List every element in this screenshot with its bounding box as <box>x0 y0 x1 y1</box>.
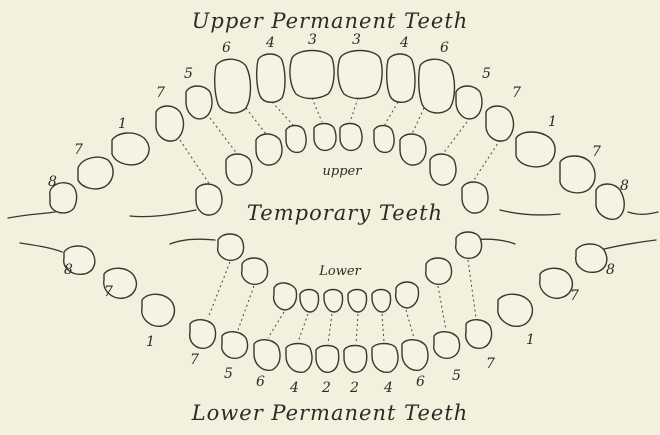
upper-right-molar-7b <box>560 156 595 193</box>
lower-right-molar-7 <box>466 320 492 349</box>
upper-right-incisor-4 <box>387 54 415 102</box>
lower-jaw-line-right <box>600 240 656 250</box>
lower-number-right-2: 2 <box>349 380 359 396</box>
upper-right-incisor-3 <box>338 51 382 99</box>
lower-temp-right-3 <box>396 282 419 308</box>
upper-number-right-3: 3 <box>352 32 361 48</box>
temporary-lower-gum <box>170 239 215 244</box>
upper-number-right-7b: 7 <box>592 144 601 160</box>
upper-right-molar-7 <box>486 106 513 141</box>
upper-number-left-3: 3 <box>308 32 317 48</box>
lower-temp-right-1 <box>456 232 482 258</box>
upper-number-left-7: 7 <box>74 142 83 158</box>
upper-temp-right-5 <box>340 124 362 151</box>
upper-number-right-4: 4 <box>399 35 409 51</box>
title-lower-permanent-teeth: Lower Permanent Teeth <box>191 401 469 425</box>
upper-temp-left-5 <box>314 124 336 151</box>
upper-temp-left-3 <box>256 134 282 165</box>
upper-number-right-7: 7 <box>512 85 521 101</box>
lower-number-right-5: 5 <box>452 368 461 384</box>
lower-number-left-1: 1 <box>146 334 155 350</box>
lower-temp-right-2 <box>426 258 452 284</box>
upper-temp-left-2 <box>226 154 252 185</box>
lower-temp-right-5 <box>348 290 367 313</box>
upper-left-canine-6 <box>215 59 251 113</box>
lower-number-right-4: 4 <box>383 380 393 396</box>
lower-temp-left-5 <box>324 290 343 313</box>
lower-number-left-7b: 7 <box>190 352 199 368</box>
upper-left-incisor-3 <box>290 51 334 99</box>
upper-left-molar-7b <box>156 106 183 141</box>
upper-temp-right-3 <box>400 134 426 165</box>
upper-number-left-1: 1 <box>118 116 127 132</box>
lower-left-premolar-5 <box>222 332 248 359</box>
lower-right-molar-1 <box>498 294 533 326</box>
upper-permanent-arch <box>50 51 624 220</box>
upper-number-left-4: 4 <box>265 35 275 51</box>
lower-number-left-5: 5 <box>224 366 233 382</box>
upper-jaw-line-right <box>628 212 658 214</box>
lower-temp-left-2 <box>242 258 268 284</box>
upper-temp-left-4 <box>286 126 306 153</box>
upper-left-incisor-4 <box>257 54 285 102</box>
upper-number-right-5: 5 <box>482 66 491 82</box>
upper-right-molar-1 <box>516 132 555 167</box>
temporary-upper-gum <box>130 210 196 217</box>
upper-left-molar-1 <box>112 133 149 165</box>
lower-temp-left-3 <box>274 283 297 310</box>
lower-right-premolar-5 <box>434 332 460 359</box>
label-lower: Lower <box>318 264 361 279</box>
upper-number-left-7b: 7 <box>156 85 165 101</box>
label-upper: upper <box>323 164 363 179</box>
upper-right-canine-6 <box>419 59 455 113</box>
lower-left-molar-7b <box>190 320 216 349</box>
lower-left-incisor-2 <box>316 346 339 373</box>
lower-number-right-1: 1 <box>526 332 535 348</box>
upper-number-right-8: 8 <box>620 178 629 194</box>
lower-number-right-6: 6 <box>416 374 425 390</box>
lower-right-molar-8 <box>576 244 607 272</box>
upper-right-premolar-5 <box>456 86 482 119</box>
lower-temp-left-1 <box>218 234 244 260</box>
upper-number-left-8: 8 <box>48 174 57 190</box>
upper-temp-right-4 <box>374 126 394 153</box>
upper-number-left-5: 5 <box>184 66 193 82</box>
upper-jaw-line <box>8 212 55 218</box>
lower-number-right-8: 8 <box>606 262 615 278</box>
lower-number-left-6: 6 <box>256 374 265 390</box>
lower-number-left-4: 4 <box>289 380 299 396</box>
upper-left-molar-7 <box>78 157 113 189</box>
lower-jaw-line <box>20 243 62 252</box>
title-temporary-teeth: Temporary Teeth <box>247 201 443 225</box>
lower-right-canine-6 <box>402 340 428 371</box>
upper-number-left-6: 6 <box>222 40 231 56</box>
lower-temp-left-4 <box>300 290 319 313</box>
title-upper-permanent-teeth: Upper Permanent Teeth <box>192 9 469 33</box>
upper-temp-right-2 <box>430 154 456 185</box>
upper-number-right-6: 6 <box>440 40 449 56</box>
lower-right-incisor-2 <box>344 346 367 373</box>
lower-left-molar-1 <box>142 294 175 326</box>
upper-number-right-1: 1 <box>548 114 557 130</box>
lower-left-canine-6 <box>254 340 280 371</box>
lower-number-left-8: 8 <box>64 262 73 278</box>
lower-temp-right-4 <box>372 290 391 313</box>
lower-number-left-2: 2 <box>321 380 331 396</box>
lower-number-right-7: 7 <box>486 356 495 372</box>
lower-left-incisor-4 <box>286 344 312 373</box>
lower-number-left-7: 7 <box>104 284 113 300</box>
lower-right-molar-7b <box>540 268 573 298</box>
temporary-upper-gum-right <box>500 210 560 215</box>
lower-right-incisor-4 <box>372 344 398 373</box>
upper-temp-left-1 <box>196 184 222 215</box>
lower-number-right-7b: 7 <box>570 288 579 304</box>
upper-left-premolar-5 <box>186 86 212 119</box>
upper-temp-right-1 <box>462 182 488 213</box>
